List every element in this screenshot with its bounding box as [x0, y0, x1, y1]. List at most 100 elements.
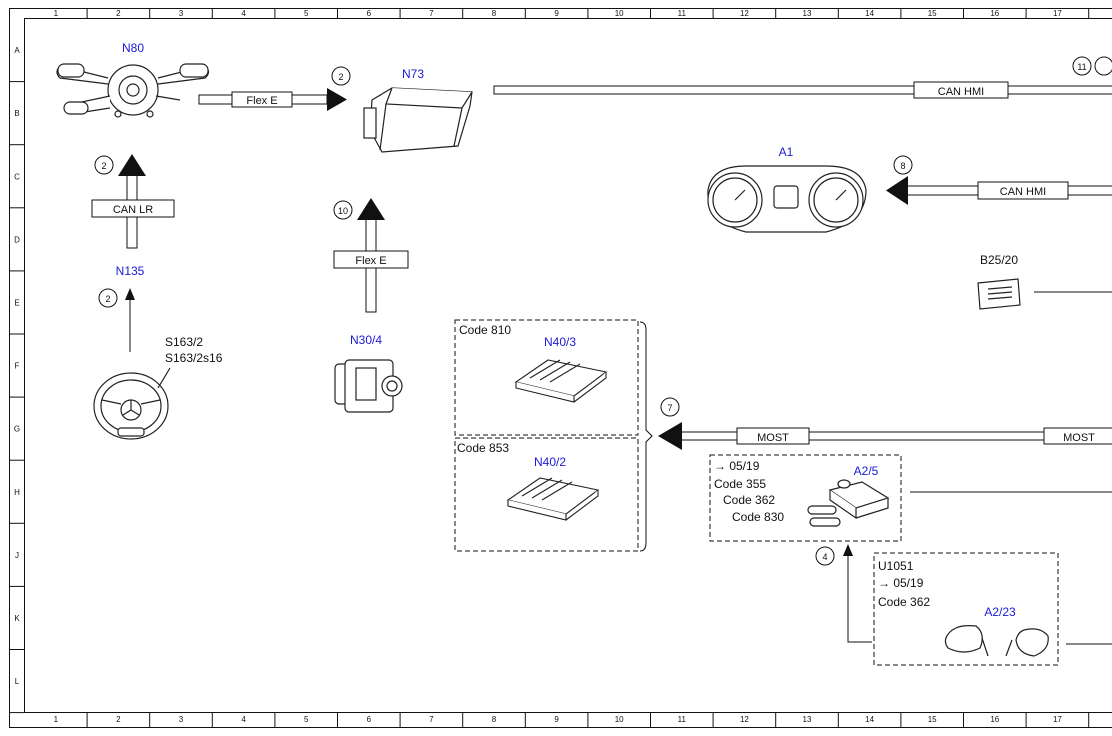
marker-most-text: 7: [667, 403, 672, 413]
grid-row-label: A: [14, 46, 20, 55]
grid-column-label: 13: [803, 9, 812, 18]
a2-5-box: [709, 454, 902, 542]
marker-top: [1072, 56, 1092, 76]
marker-a1-text: 8: [900, 161, 905, 171]
grid-column-label: 5: [304, 9, 309, 18]
a2-23-arrow: [843, 544, 872, 643]
instrument-cluster-icon: [707, 165, 867, 233]
n73-icon: [363, 87, 473, 153]
grid-column-label: 4: [241, 9, 246, 18]
grid-row-label: L: [15, 677, 20, 686]
marker-top-2: [1094, 56, 1112, 76]
grid-column-label: 6: [367, 9, 372, 18]
grid-column-label: 6: [367, 715, 372, 724]
grid-column-label: 10: [615, 9, 624, 18]
a2-5-icon: [807, 479, 890, 527]
code-853-box: [454, 437, 639, 552]
n40-3-label: N40/3: [544, 335, 576, 349]
grid-column-label: 10: [615, 715, 624, 724]
n30-4-icon: [334, 359, 403, 413]
grid-column-label: 1: [54, 715, 59, 724]
marker-flex-text: 10: [338, 206, 348, 216]
grid-row-label: H: [14, 488, 20, 497]
grid-column-label: 9: [554, 9, 559, 18]
can-lr-arrow: CAN LR: [91, 154, 175, 249]
can-hmi-bus-top: CAN HMI: [493, 81, 1112, 99]
marker-n73: [331, 66, 351, 86]
n80-icon: [56, 63, 210, 118]
s163-label-1: S163/2: [165, 335, 203, 349]
a2-23-line-2: → 05/19: [878, 576, 924, 590]
grid-column-label: 5: [304, 715, 309, 724]
marker-most: [660, 397, 680, 417]
grid-row-label: K: [14, 614, 20, 623]
marker-n135-text: 2: [105, 294, 110, 304]
a2-23-label: A2/23: [984, 605, 1016, 619]
can-hmi-label-1: CAN HMI: [938, 86, 984, 98]
grid-column-label: 16: [990, 9, 999, 18]
a2-23-box: [873, 552, 1059, 666]
grid-column-label: 11: [678, 9, 687, 18]
code-853-label: Code 853: [457, 441, 509, 455]
a2-23-icon: [944, 625, 1049, 657]
flex-e-arrow-1: Flex E: [198, 88, 347, 111]
n73-component: N73: [363, 67, 473, 153]
a2-23-line-3: Code 362: [878, 595, 930, 609]
grid-column-label: 8: [492, 715, 497, 724]
bracket: [639, 321, 653, 552]
grid-column-label: 8: [492, 9, 497, 18]
a2-5-line-1: → 05/19: [714, 459, 760, 473]
grid-column-label: 2: [116, 9, 121, 18]
grid-row-label: G: [14, 425, 20, 434]
flex-e-label-1: Flex E: [246, 95, 277, 107]
marker-n135: [98, 288, 118, 308]
b25-20-icon: [977, 278, 1021, 310]
marker-flex: [333, 200, 353, 220]
a1-label: A1: [779, 145, 794, 159]
grid-column-label: 2: [116, 715, 121, 724]
grid-column-label: 1: [54, 9, 59, 18]
marker-n80-text: 2: [101, 161, 106, 171]
grid-column-label: 17: [1053, 9, 1062, 18]
a2-5-line-4: Code 830: [732, 510, 784, 524]
flex-e-arrow-2: Flex E: [333, 198, 409, 313]
n73-label: N73: [402, 67, 424, 81]
n40-2-label: N40/2: [534, 455, 566, 469]
grid-row-label: E: [14, 298, 19, 307]
grid-column-label: 7: [429, 715, 434, 724]
grid-column-label: 12: [740, 715, 749, 724]
frame-inner: [24, 18, 1112, 713]
grid-column-label: 3: [179, 9, 184, 18]
grid-column-label: 11: [678, 715, 687, 724]
code-810-label: Code 810: [459, 323, 511, 337]
grid-row-label: J: [15, 551, 19, 560]
grid-row-label: B: [14, 109, 19, 118]
n30-4-label: N30/4: [350, 333, 382, 347]
marker-a2: [815, 546, 835, 566]
a2-5-line-2: Code 355: [714, 477, 766, 491]
b25-20-label: B25/20: [980, 253, 1018, 267]
n135-label: N135: [116, 264, 145, 278]
most-label-1: MOST: [757, 432, 789, 444]
n80-label: N80: [122, 41, 144, 55]
a2-5-label: A2/5: [854, 464, 879, 478]
grid-column-label: 15: [928, 9, 937, 18]
n80-component: N80: [56, 41, 210, 118]
grid-row-label: D: [14, 235, 20, 244]
a2-5-line-3: Code 362: [723, 493, 775, 507]
grid-column-label: 4: [241, 715, 246, 724]
frame-border: [9, 8, 1112, 728]
code-810-box: [454, 319, 639, 436]
grid-column-label: 14: [865, 715, 874, 724]
grid-column-label: 3: [179, 715, 184, 724]
most-label-2: MOST: [1063, 432, 1095, 444]
flex-e-label-2: Flex E: [355, 255, 386, 267]
grid-column-label: 17: [1053, 715, 1062, 724]
grid-column-label: 7: [429, 9, 434, 18]
marker-a2-text: 4: [822, 552, 827, 562]
steering-wheel-icon: [93, 367, 171, 440]
marker-n80: [94, 155, 114, 175]
grid-column-label: 15: [928, 715, 937, 724]
